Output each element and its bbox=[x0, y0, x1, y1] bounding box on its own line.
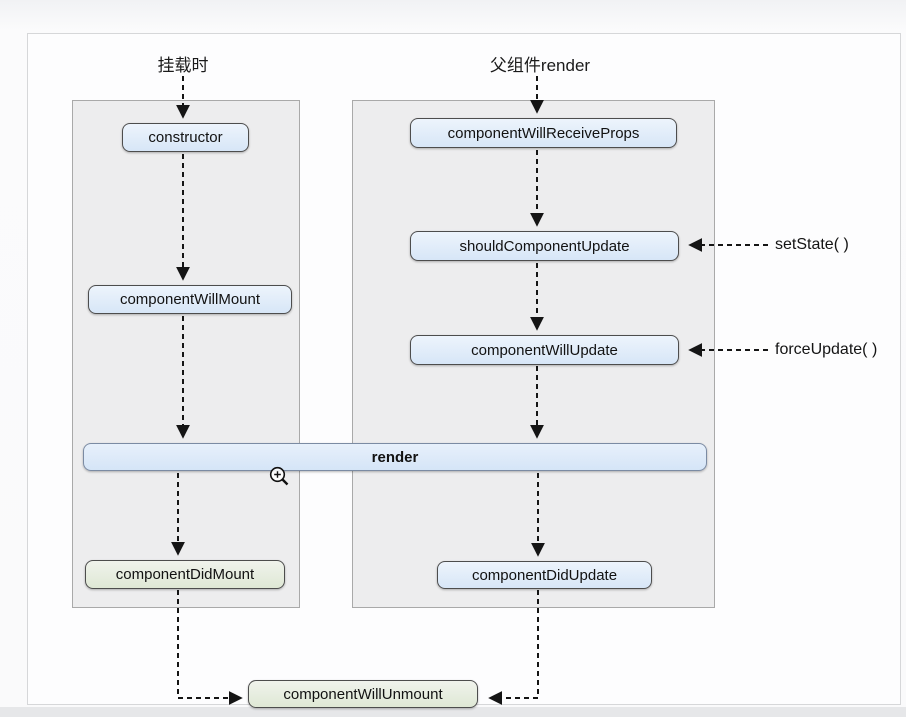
component-will-receive-props-node: componentWillReceiveProps bbox=[410, 118, 677, 148]
component-did-mount-node: componentDidMount bbox=[85, 560, 285, 589]
page-bottom-strip bbox=[0, 707, 906, 717]
constructor-node: constructor bbox=[122, 123, 249, 152]
parent-render-flow-title: 父组件render bbox=[489, 56, 591, 75]
render-node: render bbox=[83, 443, 707, 471]
component-did-update-node: componentDidUpdate bbox=[437, 561, 652, 589]
mount-flow-title: 挂载时 bbox=[157, 56, 209, 75]
force-update-label: forceUpdate( ) bbox=[775, 341, 878, 358]
mount-phase-column bbox=[72, 100, 300, 608]
component-will-unmount-node: componentWillUnmount bbox=[248, 680, 478, 708]
component-will-update-node: componentWillUpdate bbox=[410, 335, 679, 365]
magnifier-plus-icon bbox=[269, 466, 289, 486]
component-will-mount-node: componentWillMount bbox=[88, 285, 292, 314]
should-component-update-node: shouldComponentUpdate bbox=[410, 231, 679, 261]
set-state-label: setState( ) bbox=[775, 236, 849, 253]
